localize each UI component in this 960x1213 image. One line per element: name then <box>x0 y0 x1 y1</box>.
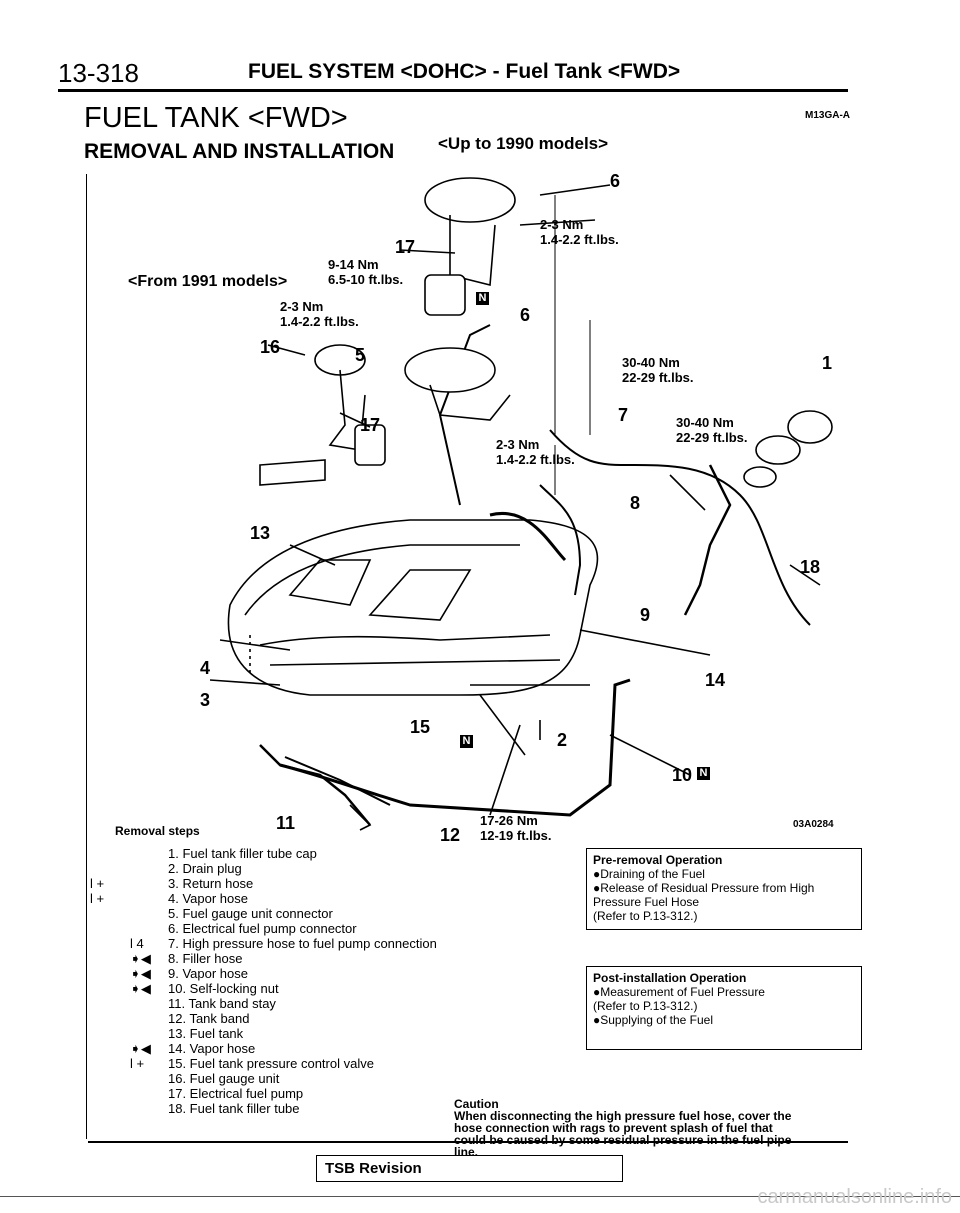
post-installation-item: ●Measurement of Fuel Pressure <box>593 985 765 999</box>
section-title: FUEL TANK <FWD> <box>84 102 348 134</box>
post-installation-item: (Refer to P.13-312.) <box>593 999 698 1013</box>
callout-12: 12 <box>440 825 461 845</box>
list-item: l +4. Vapor hose <box>90 891 248 906</box>
tsb-revision-box: TSB Revision <box>316 1155 623 1182</box>
diagram-drawing <box>209 177 833 831</box>
note-n-badge-pump: N <box>476 292 489 305</box>
page-number: 13-318 <box>58 58 139 88</box>
list-item: 1. Fuel tank filler tube cap <box>168 846 317 861</box>
callout-15: 15 <box>410 717 431 737</box>
list-item: ➧◀8. Filler hose <box>130 951 243 966</box>
post-installation-item: ●Supplying of the Fuel <box>593 1013 713 1027</box>
list-item: ➧◀9. Vapor hose <box>130 966 248 981</box>
callout-17-top: 17 <box>395 237 416 257</box>
callout-13: 13 <box>250 523 271 543</box>
list-item: 13. Fuel tank <box>168 1026 244 1041</box>
fuel-tank-exploded-diagram: 6 17 6 16 5 17 1 7 8 13 18 9 4 14 3 15 2… <box>110 165 850 845</box>
list-item: 2. Drain plug <box>168 861 242 876</box>
pre-removal-heading: Pre-removal Operation <box>593 853 723 867</box>
note-n-badge-tank: N <box>460 735 473 748</box>
list-item: 6. Electrical fuel pump connector <box>168 921 357 936</box>
pre-removal-item: ●Release of Residual Pressure from High … <box>593 881 815 909</box>
post-installation-operation-box: Post-installation Operation ●Measurement… <box>586 966 862 1050</box>
list-item: ➧◀14. Vapor hose <box>130 1041 256 1056</box>
bottom-rule <box>88 1141 848 1143</box>
list-item: l +3. Return hose <box>90 876 254 891</box>
list-item: 12. Tank band <box>168 1011 250 1026</box>
callout-9: 9 <box>640 605 651 625</box>
callout-16: 16 <box>260 337 281 357</box>
callout-14: 14 <box>705 670 726 690</box>
figure-code: 03A0284 <box>793 819 834 830</box>
callout-6-mid: 6 <box>520 305 531 325</box>
caution-text: When disconnecting the high pressure fue… <box>454 1109 792 1159</box>
list-item: ➧◀10. Self-locking nut <box>130 981 279 996</box>
callout-2: 2 <box>557 730 568 750</box>
pre-removal-item: (Refer to P.13-312.) <box>593 909 698 923</box>
callout-3: 3 <box>200 690 211 710</box>
caution-note: Caution When disconnecting the high pres… <box>454 1098 799 1158</box>
header-rule <box>58 89 848 92</box>
callout-7: 7 <box>618 405 629 425</box>
watermark: carmanualsonline.info <box>757 1186 952 1208</box>
list-item: 11. Tank band stay <box>168 996 276 1011</box>
list-item: l +15. Fuel tank pressure control valve <box>130 1056 374 1071</box>
list-item: 16. Fuel gauge unit <box>168 1071 280 1086</box>
list-item: 17. Electrical fuel pump <box>168 1086 304 1101</box>
callout-17-mid: 17 <box>360 415 381 435</box>
pre-removal-item: ●Draining of the Fuel <box>593 867 705 881</box>
model-range-note: <Up to 1990 models> <box>438 134 609 153</box>
margin-rule <box>86 174 87 1139</box>
list-item: 18. Fuel tank filler tube <box>168 1101 300 1116</box>
section-subtitle: REMOVAL AND INSTALLATION <box>84 140 395 163</box>
header-title: FUEL SYSTEM <DOHC> - Fuel Tank <FWD> <box>248 60 681 83</box>
callout-4: 4 <box>200 658 211 678</box>
callout-18: 18 <box>800 557 821 577</box>
callout-11: 11 <box>276 813 296 833</box>
callout-1: 1 <box>822 353 833 373</box>
callout-8: 8 <box>630 493 641 513</box>
post-installation-heading: Post-installation Operation <box>593 971 747 985</box>
callout-6-top: 6 <box>610 171 621 191</box>
caution-heading: Caution <box>454 1097 499 1111</box>
removal-steps-list: 1. Fuel tank filler tube cap 2. Drain pl… <box>90 846 438 1116</box>
note-n-badge-nut: N <box>697 767 710 780</box>
pre-removal-operation-box: Pre-removal Operation ●Draining of the F… <box>586 848 862 930</box>
removal-steps-heading: Removal steps <box>115 824 200 838</box>
callout-5: 5 <box>355 345 366 365</box>
callout-10: 10 <box>672 765 693 785</box>
list-item: 5. Fuel gauge unit connector <box>168 906 333 921</box>
document-code: M13GA-A <box>805 110 851 121</box>
from-1991-note: <From 1991 models> <box>128 273 288 290</box>
footer-rule <box>0 1196 960 1197</box>
